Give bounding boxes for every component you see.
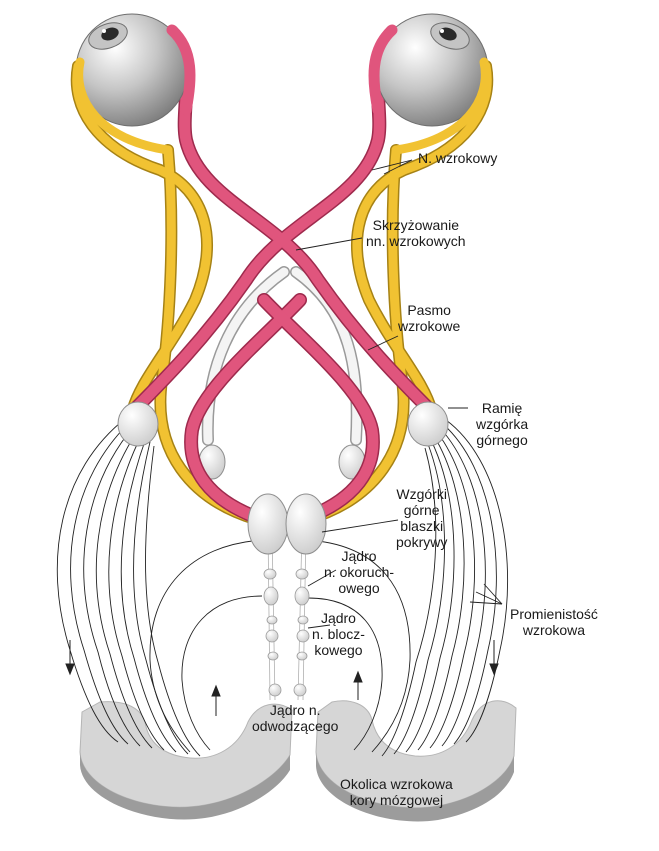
pretectal-fibers [201, 266, 363, 446]
visual-cortex-right [315, 700, 517, 822]
direction-arrows [65, 640, 499, 716]
superior-colliculus-right [285, 493, 327, 555]
label-abducens-nucleus: Jądro n. odwodzącego [252, 702, 339, 734]
label-optic-nerve: N. wzrokowy [418, 150, 498, 166]
label-oculomotor-nucleus: Jądro n. okoruch- owego [324, 548, 395, 596]
collicular-fibers [149, 539, 411, 753]
label-trochlear-nucleus: Jądro n. blocz- kowego [312, 610, 365, 658]
leader-lines [295, 159, 503, 629]
label-optic-radiation: Promienistość wzrokowa [510, 606, 598, 638]
label-optic-tract: Pasmo wzrokowe [398, 302, 461, 334]
optic-radiation-right [381, 419, 509, 757]
eyeball-left [75, 13, 189, 127]
lateral-geniculate-left [117, 401, 159, 447]
lateral-geniculate-right [407, 401, 449, 447]
brainstem-nuclei [263, 529, 310, 701]
superior-colliculus-left [247, 493, 289, 555]
optic-radiation-left [56, 417, 201, 757]
label-visual-cortex: Okolica wzrokowa kory mózgowej [340, 776, 453, 808]
label-optic-chiasm: Skrzyżowanie nn. wzrokowych [366, 217, 466, 249]
label-brachium: Ramię wzgórka górnego [476, 400, 529, 448]
label-superior-colliculi: Wzgórki górne blaszki pokrywy [396, 486, 448, 550]
